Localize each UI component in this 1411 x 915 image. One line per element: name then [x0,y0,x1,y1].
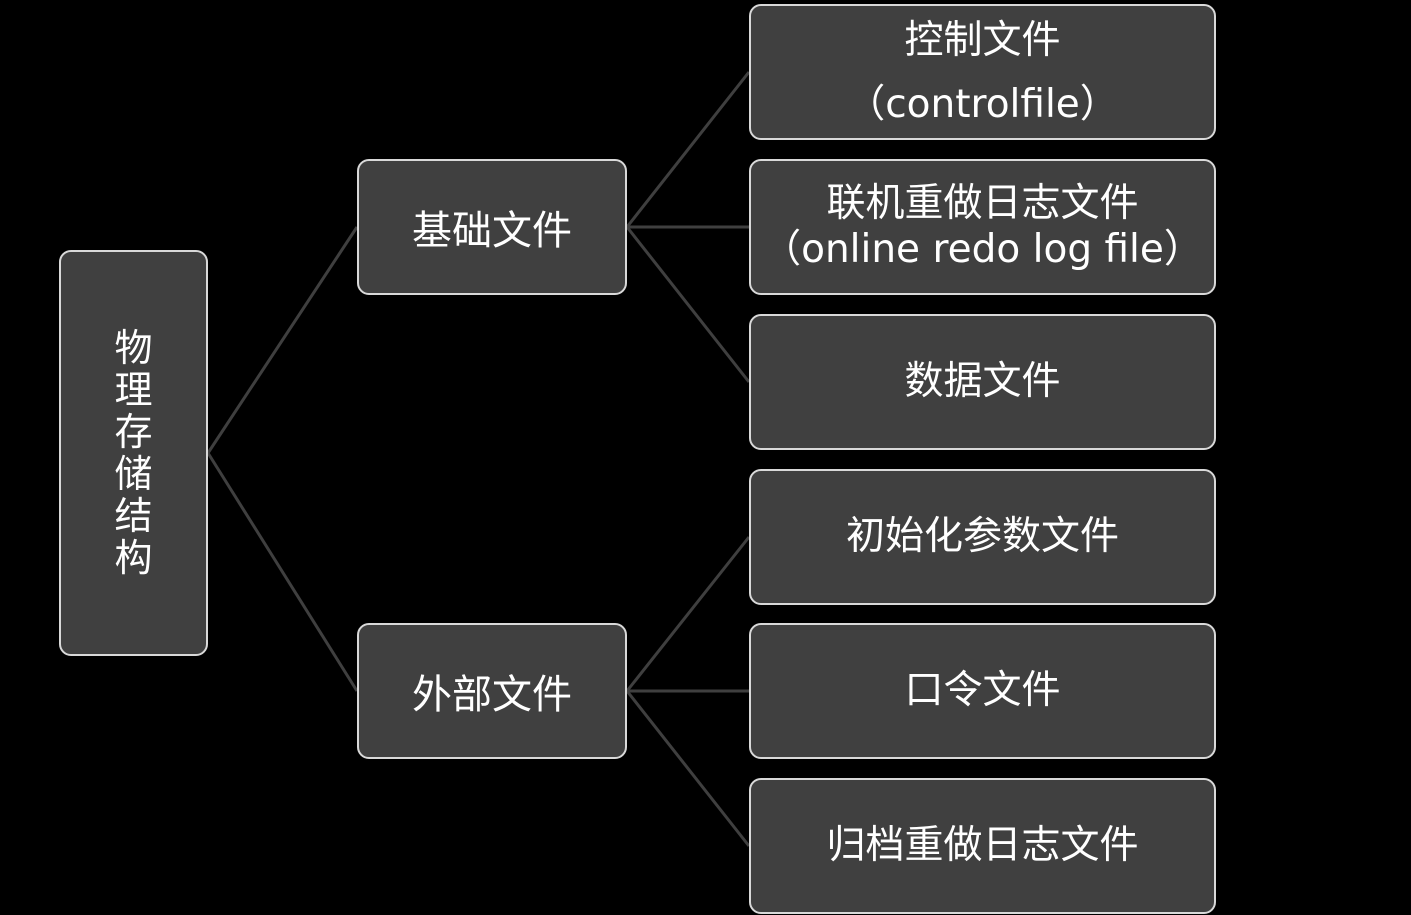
branch-label: 基础文件 [412,208,572,254]
leaf-label: 初始化参数文件 [845,514,1119,559]
connector-root-external [206,452,359,692]
leaf-label: 联机重做日志文件 [826,181,1139,226]
connector-basic-data [625,226,751,383]
leaf-label: 控制文件 [904,18,1061,63]
connector-root-basic [206,226,359,454]
leaf-sublabel: （online redo log file） [762,227,1203,272]
connector-external-archive [625,690,751,847]
branch-node-external-files: 外部文件 [357,623,627,759]
leaf-node-control-file: 控制文件 （controlfile） [749,4,1216,140]
root-char: 物 [114,326,153,370]
leaf-node-password-file: 口令文件 [749,623,1216,759]
leaf-node-init-parameter-file: 初始化参数文件 [749,469,1216,605]
root-char: 存 [114,410,153,454]
leaf-label: 数据文件 [904,359,1061,404]
root-char: 储 [114,452,153,496]
root-char: 结 [114,494,153,538]
leaf-node-online-redo-log: 联机重做日志文件 （online redo log file） [749,159,1216,295]
leaf-label: 归档重做日志文件 [826,823,1139,868]
branch-label: 外部文件 [412,672,572,718]
leaf-node-data-file: 数据文件 [749,314,1216,450]
branch-node-basic-files: 基础文件 [357,159,627,295]
leaf-node-archived-redo-log: 归档重做日志文件 [749,778,1216,914]
root-node-physical-storage-structure: 物 理 存 储 结 构 [59,250,208,656]
root-char: 理 [114,368,153,412]
connector-external-init [625,536,751,692]
leaf-sublabel: （controlfile） [846,82,1119,127]
leaf-label: 口令文件 [904,668,1061,713]
connector-basic-control [625,71,751,228]
root-char: 构 [114,536,153,580]
